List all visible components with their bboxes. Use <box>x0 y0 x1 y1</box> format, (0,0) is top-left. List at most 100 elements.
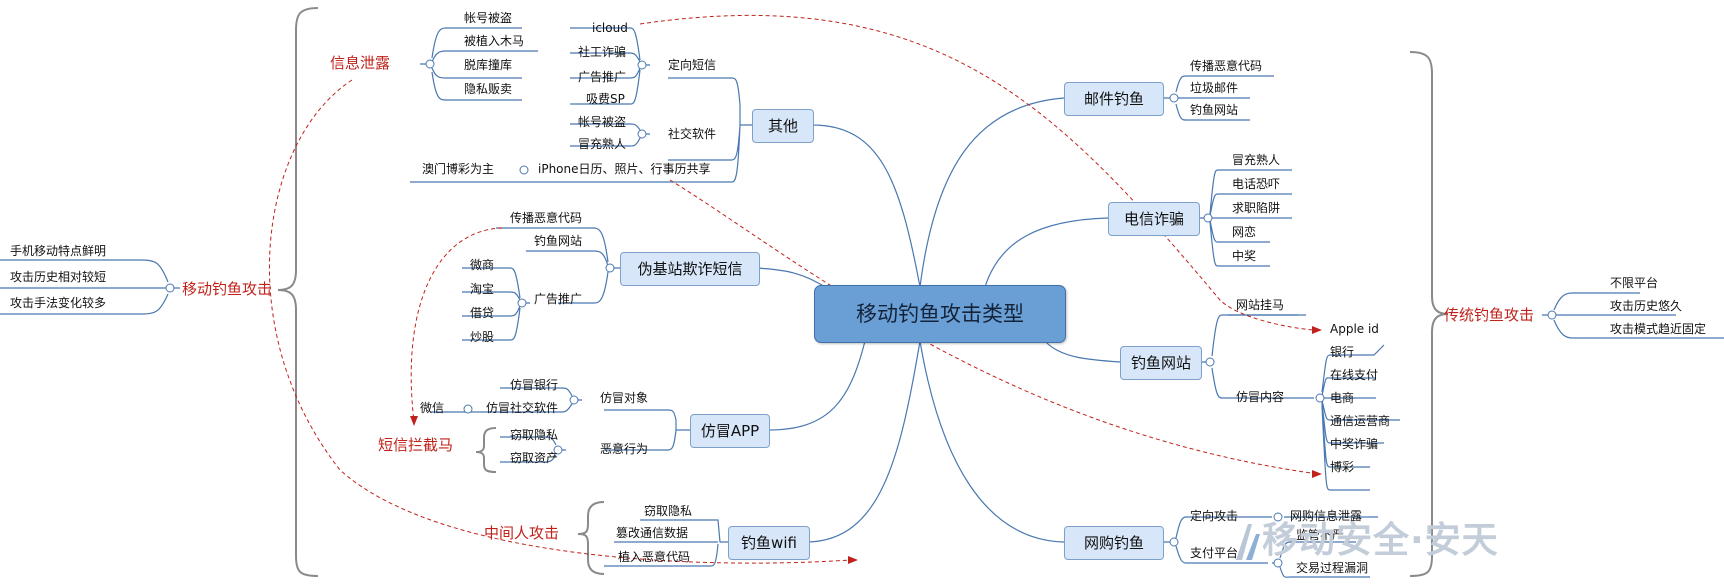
wifi-item: 植入恶意代码 <box>618 550 691 564</box>
other-sms <box>570 27 650 105</box>
node-dot-sms <box>637 60 647 70</box>
branch-shopping <box>919 340 1065 543</box>
traditional-item: 不限平台 <box>1610 276 1659 290</box>
other-social-item: 帐号被盗 <box>578 115 627 129</box>
branch-fakeapp <box>767 340 866 431</box>
email-stem <box>1164 75 1274 121</box>
phishsite-item: 博彩 <box>1330 460 1355 474</box>
brace-wifi <box>577 501 605 575</box>
shopping-payment-item: 交易过程漏洞 <box>1296 561 1369 575</box>
info-leak-stem <box>420 27 538 101</box>
shopping-targeted-label: 定向攻击 <box>1190 509 1239 523</box>
branch-telecom <box>984 217 1109 288</box>
phishsite-stem <box>1200 314 1314 399</box>
arrowhead-appleid <box>1312 326 1322 334</box>
redlink-fakebase-sms <box>410 227 503 423</box>
node-telecom-fraud[interactable]: 电信诈骗 <box>1108 202 1200 236</box>
redlink-icloud-appleid <box>639 15 1319 331</box>
node-shopping-phishing[interactable]: 网购钓鱼 <box>1064 526 1164 560</box>
other-sms-item: icloud <box>592 21 628 35</box>
traditional-phishing-label: 传统钓鱼攻击 <box>1444 306 1535 324</box>
other-macau-label: 澳门博彩为主 <box>422 162 495 176</box>
node-dot-fakebase <box>605 263 615 273</box>
node-dot-wechat <box>463 404 473 414</box>
node-phishing-wifi[interactable]: 钓鱼wifi <box>728 526 810 560</box>
arrowhead-gambling <box>1312 470 1322 478</box>
branch-email <box>919 97 1065 288</box>
fakeapp-target-item: 仿冒银行 <box>510 378 559 392</box>
node-dot-traditional <box>1547 310 1557 320</box>
arrowhead-sms <box>410 416 418 426</box>
brace-fakeapp-behavior <box>475 427 497 473</box>
fakebase-ad-label: 广告推广 <box>534 292 583 306</box>
telecom-item: 中奖 <box>1232 249 1257 263</box>
watermark-text: 移动安全·安天 <box>1262 520 1499 561</box>
mobile-item: 攻击手法变化较多 <box>10 296 107 310</box>
fakeapp-behavior-item: 窃取资产 <box>510 451 559 465</box>
traditional-item: 攻击模式趋近固定 <box>1610 322 1707 336</box>
fakebase-item: 传播恶意代码 <box>510 211 583 225</box>
other-social-item: 冒充熟人 <box>578 137 627 151</box>
fakeapp-target-item: 仿冒社交软件 <box>486 401 559 415</box>
info-leak-item: 被植入木马 <box>464 34 525 48</box>
node-dot-phish-content <box>1315 393 1325 403</box>
branch-phishsite <box>1044 340 1121 363</box>
brace-right <box>1409 51 1449 577</box>
fakebase-ad-item: 炒股 <box>470 330 495 344</box>
node-fake-app[interactable]: 仿冒APP <box>690 414 770 448</box>
phishsite-item: Apple id <box>1330 322 1379 336</box>
node-dot-behavior <box>553 445 563 455</box>
node-other[interactable]: 其他 <box>752 109 814 143</box>
central-topic[interactable]: 移动钓鱼攻击类型 <box>814 285 1066 343</box>
redlink-infoleak-mitm <box>268 79 851 564</box>
fakeapp-wechat-label: 微信 <box>420 401 445 415</box>
node-dot-ad <box>517 298 527 308</box>
node-dot-telecom <box>1203 213 1213 223</box>
other-social-label: 社交软件 <box>668 127 717 141</box>
fakeapp-target-label: 仿冒对象 <box>600 391 649 405</box>
wifi-item: 窃取隐私 <box>644 504 693 518</box>
other-sms-item: 社工诈骗 <box>578 45 627 59</box>
fakebase-item: 钓鱼网站 <box>534 234 583 248</box>
phishsite-content <box>1321 344 1400 491</box>
telecom-item: 电话恐吓 <box>1232 177 1281 191</box>
other-sms-item: 吸费SP <box>586 92 625 106</box>
mobile-stem <box>0 259 180 315</box>
info-leak-label: 信息泄露 <box>330 54 391 72</box>
arrowhead-mitm <box>848 556 858 564</box>
antiy-logo-icon <box>1236 524 1260 560</box>
node-dot-phishsite <box>1205 357 1215 367</box>
brace-left <box>277 7 319 577</box>
fakebase-ad-item: 借贷 <box>470 306 495 320</box>
info-leak-item: 隐私贩卖 <box>464 82 513 96</box>
mobile-item: 手机移动特点鲜明 <box>10 244 107 258</box>
shopping-payment-label: 支付平台 <box>1190 546 1239 560</box>
branch-other <box>811 124 921 288</box>
email-item: 传播恶意代码 <box>1190 59 1263 73</box>
mitm-label: 中间人攻击 <box>484 524 560 542</box>
node-dot-info-leak <box>425 59 435 69</box>
phishsite-item: 中奖诈骗 <box>1330 437 1379 451</box>
node-email-phishing[interactable]: 邮件钓鱼 <box>1064 82 1164 116</box>
node-dot-mobile <box>165 283 175 293</box>
other-iphone-label: iPhone日历、照片、行事历共享 <box>538 162 711 176</box>
node-fake-base-station[interactable]: 伪基站欺诈短信 <box>620 252 760 286</box>
info-leak-item: 帐号被盗 <box>464 11 513 25</box>
fakebase-ad-item: 淘宝 <box>470 282 495 296</box>
node-dot-payment <box>1273 558 1283 568</box>
wifi-stem <box>604 519 728 567</box>
other-stem <box>410 77 752 183</box>
fakebase-stem <box>496 227 620 304</box>
sms-intercept-label: 短信拦截马 <box>378 436 454 454</box>
phishsite-hang-label: 网站挂马 <box>1236 298 1285 312</box>
phishsite-item: 通信运营商 <box>1330 414 1391 428</box>
telecom-item: 求职陷阱 <box>1232 201 1281 215</box>
phishsite-item: 电商 <box>1330 391 1355 405</box>
email-item: 垃圾邮件 <box>1190 81 1239 95</box>
node-phishing-site[interactable]: 钓鱼网站 <box>1120 346 1202 380</box>
mobile-item: 攻击历史相对较短 <box>10 270 107 284</box>
branch-wifi <box>807 340 921 543</box>
phishsite-item: 在线支付 <box>1330 368 1379 382</box>
